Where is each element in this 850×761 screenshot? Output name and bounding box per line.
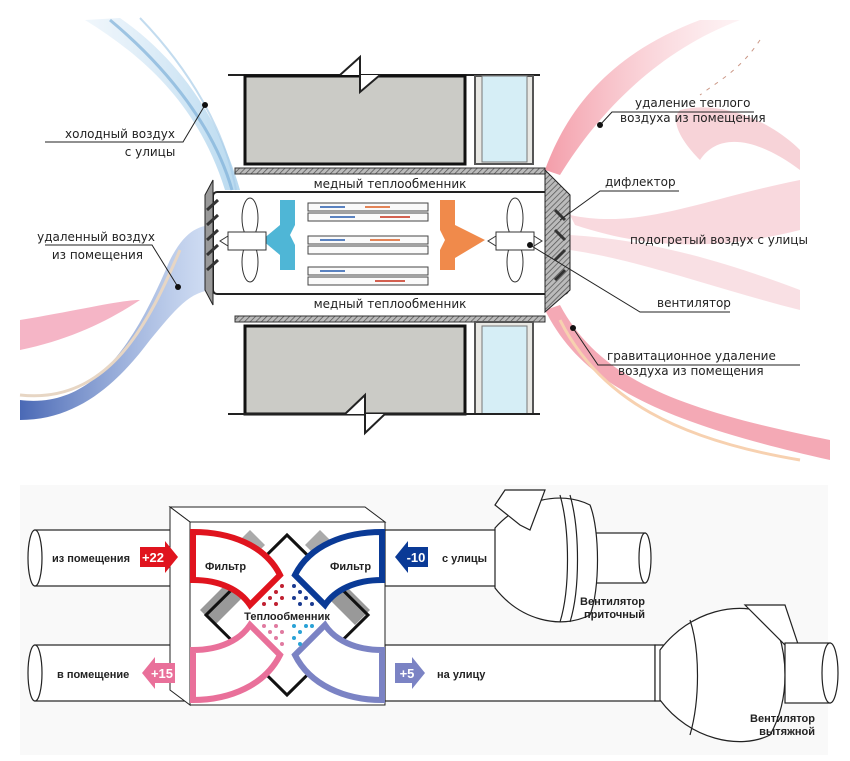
heated-air-flow bbox=[570, 180, 800, 310]
label-fan-exhaust-line2: вытяжной bbox=[759, 726, 815, 738]
label-removed-air: удаленный воздух bbox=[37, 230, 155, 244]
fan-right bbox=[487, 197, 543, 283]
label-exchanger: Теплообменник bbox=[244, 611, 330, 623]
fan-exhaust bbox=[654, 604, 839, 743]
label-fan-supply-line2: приточный bbox=[584, 609, 645, 621]
duct-to-room bbox=[190, 620, 284, 704]
label-fan-supply: Вентилятор bbox=[580, 596, 645, 608]
fan-left bbox=[219, 197, 267, 283]
badge-from-street: -10 bbox=[395, 541, 428, 573]
svg-text:+22: +22 bbox=[142, 550, 164, 565]
label-to-street: на улицу bbox=[437, 669, 486, 681]
label-from-room: из помещения bbox=[52, 553, 130, 565]
badge-from-room: +22 bbox=[140, 541, 178, 573]
fan-supply bbox=[494, 489, 652, 623]
duct-from-street bbox=[291, 528, 385, 610]
cold-flow-arrow bbox=[262, 200, 295, 270]
warm-air-removal-flow bbox=[545, 20, 800, 175]
label-cold-air: холодный воздух bbox=[65, 127, 175, 141]
label-warm-air-removal-line2: воздуха из помещения bbox=[620, 111, 766, 125]
label-heated-air: подогретый воздух с улицы bbox=[630, 233, 808, 247]
copper-tubes bbox=[307, 202, 429, 286]
pipe-to-street bbox=[384, 644, 656, 702]
label-filter-right: Фильтр bbox=[330, 561, 371, 573]
callouts bbox=[45, 104, 800, 366]
recuperator-unit bbox=[204, 168, 571, 314]
label-deflector: дифлектор bbox=[605, 175, 676, 189]
label-cold-air-line2: с улицы bbox=[125, 145, 176, 159]
svg-text:-10: -10 bbox=[407, 550, 426, 565]
removed-air-flow bbox=[19, 225, 215, 420]
label-fan: вентилятор bbox=[657, 296, 731, 310]
wall-lower bbox=[228, 315, 546, 436]
gravity-removal-flow bbox=[545, 305, 830, 462]
label-fan-exhaust: Вентилятор bbox=[750, 713, 815, 725]
badge-to-street: +5 bbox=[395, 657, 425, 689]
label-removed-air-line2: из помещения bbox=[52, 248, 143, 262]
label-copper-exchanger-bottom: медный теплообменник bbox=[314, 297, 467, 311]
wall-upper bbox=[228, 54, 546, 175]
svg-text:+15: +15 bbox=[151, 666, 173, 681]
exchanger-dots bbox=[262, 584, 314, 646]
duct-to-street bbox=[291, 620, 385, 704]
label-gravity-removal-line2: воздуха из помещения bbox=[618, 364, 764, 378]
label-warm-air-removal: удаление теплого bbox=[635, 96, 751, 110]
label-from-street: с улицы bbox=[442, 553, 487, 565]
duct-from-room bbox=[190, 528, 284, 610]
top-diagram: холодный воздух с улицы удаленный воздух… bbox=[19, 17, 830, 462]
label-gravity-removal: гравитационное удаление bbox=[607, 349, 776, 363]
cold-air-flow bbox=[85, 17, 240, 191]
label-to-room: в помещение bbox=[57, 669, 129, 681]
label-filter-left: Фильтр bbox=[205, 561, 246, 573]
label-copper-exchanger-top: медный теплообменник bbox=[314, 177, 467, 191]
svg-text:+5: +5 bbox=[400, 666, 415, 681]
bottom-diagram: Фильтр Фильтр Теплообменник +22 из помещ… bbox=[20, 485, 839, 755]
badge-to-room: +15 bbox=[142, 657, 175, 689]
warm-flow-arrow bbox=[440, 200, 485, 270]
recuperator-box: Фильтр Фильтр Теплообменник bbox=[168, 506, 387, 706]
